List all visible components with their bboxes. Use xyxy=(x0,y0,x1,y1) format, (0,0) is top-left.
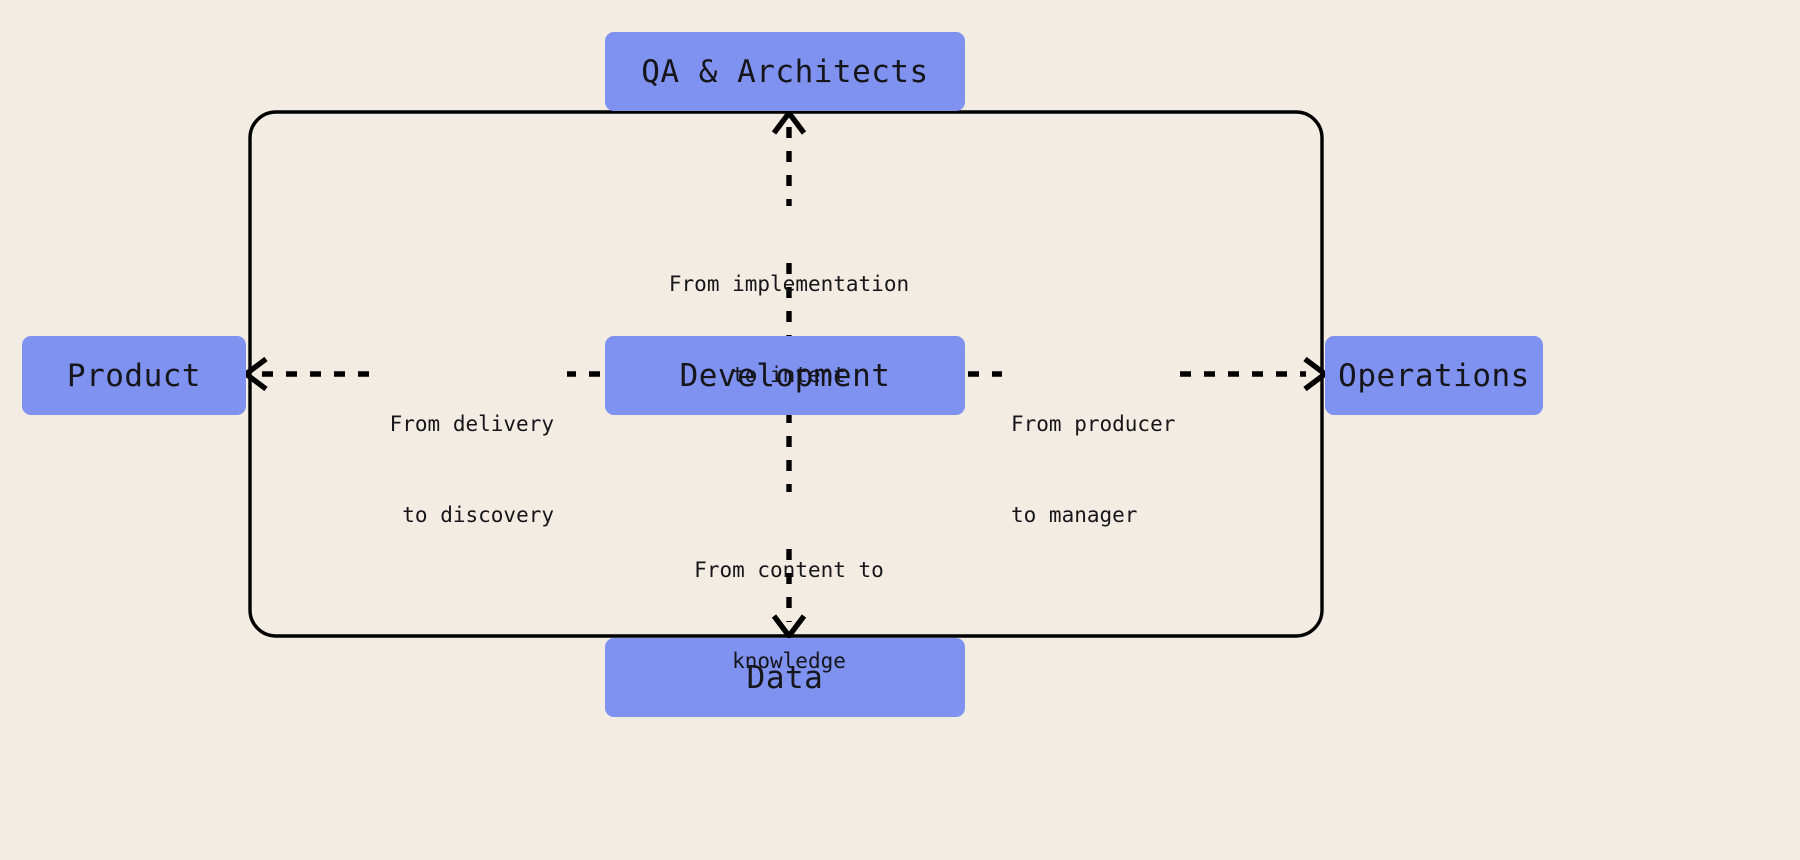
edge-label-up: From implementation to intent xyxy=(589,208,989,452)
node-operations-label: Operations xyxy=(1338,357,1530,394)
edge-label-left-line2: to discovery xyxy=(402,503,554,528)
edge-label-up-line2: to intent xyxy=(732,363,846,388)
node-qa-architects-label: QA & Architects xyxy=(641,53,929,90)
edge-label-down-line1: From content to xyxy=(694,557,884,582)
edge-label-right-line1: From producer xyxy=(1011,411,1176,436)
edge-label-right-line2: to manager xyxy=(1011,503,1138,528)
node-product-label: Product xyxy=(66,357,202,394)
edge-label-down: From content to knowledge xyxy=(589,494,989,738)
edge-label-down-line2: knowledge xyxy=(732,649,846,674)
edge-down-arrowhead xyxy=(771,614,807,641)
node-product[interactable]: Product xyxy=(22,336,246,415)
node-operations[interactable]: Operations xyxy=(1325,336,1543,415)
edge-left-arrowhead xyxy=(241,356,268,392)
node-data-label: Data xyxy=(746,659,824,696)
edge-label-left: From delivery to discovery xyxy=(186,348,554,592)
edge-label-right: From producer to manager xyxy=(1011,348,1371,592)
edge-label-left-line1: From delivery xyxy=(389,411,554,436)
node-qa-architects[interactable]: QA & Architects xyxy=(605,32,965,111)
node-development[interactable]: Development xyxy=(605,336,965,415)
edge-up-arrowhead xyxy=(771,108,807,135)
node-data[interactable]: Data xyxy=(605,638,965,717)
edge-label-up-line1: From implementation xyxy=(668,271,910,296)
node-development-label: Development xyxy=(679,357,891,394)
